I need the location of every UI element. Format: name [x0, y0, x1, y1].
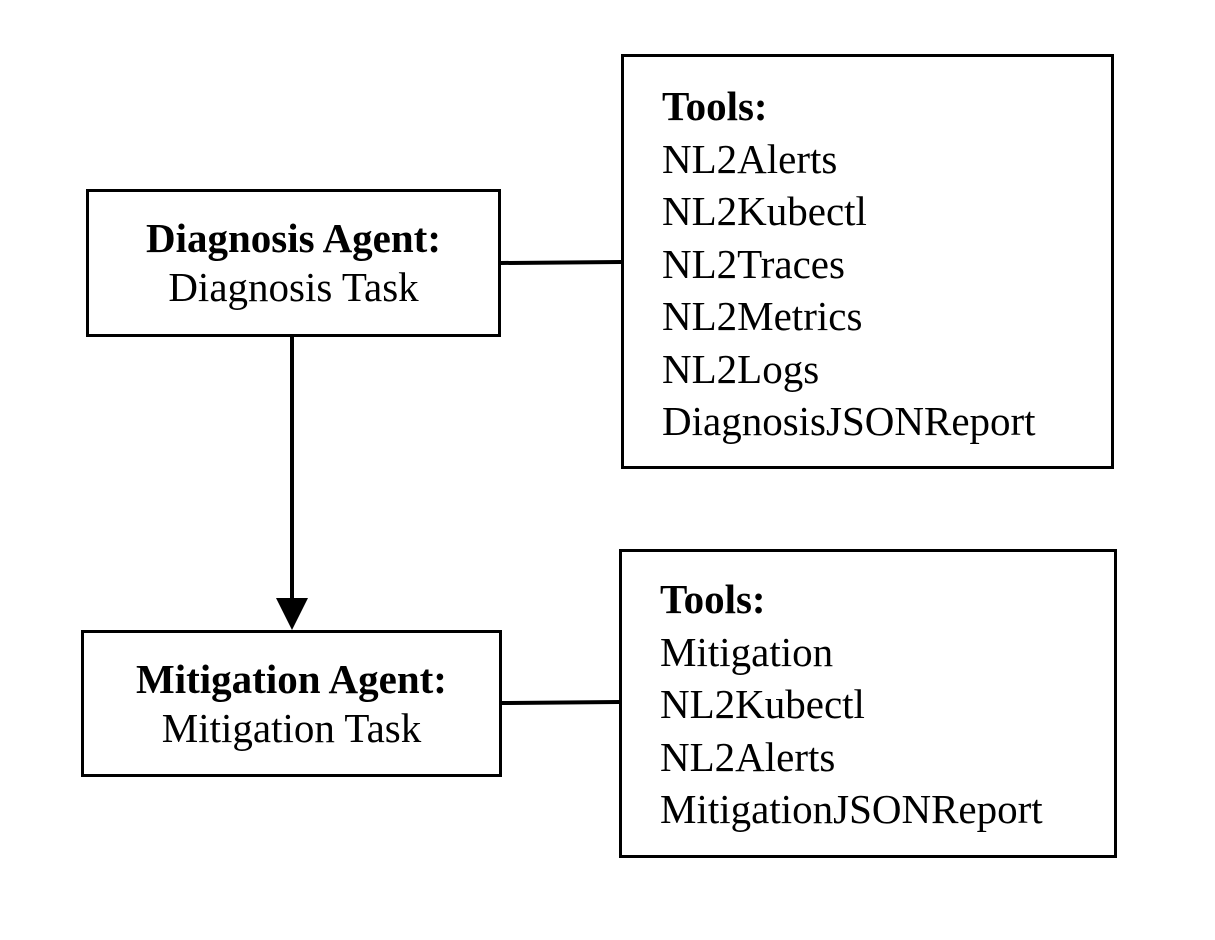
tool-item: NL2Logs — [662, 345, 820, 392]
diagnosis-agent-name: Diagnosis Agent: — [145, 215, 441, 261]
tool-item: NL2Traces — [662, 240, 845, 287]
mitigation-agent-box: Mitigation Agent: Mitigation Task — [81, 630, 502, 777]
tool-item: NL2Kubectl — [660, 681, 865, 727]
diagnosis-agent-task: Diagnosis Task — [168, 264, 419, 310]
mitigation-tools-title: Tools: — [660, 576, 766, 622]
diagnosis-tools-title: Tools: — [662, 83, 768, 129]
mitigation-tools-connector — [501, 700, 620, 705]
diagnosis-tools-box: Tools: NL2Alerts NL2Kubectl NL2Traces NL… — [621, 54, 1114, 469]
tool-item: NL2Alerts — [660, 733, 836, 780]
tool-item: DiagnosisJSONReport — [662, 398, 1036, 444]
tool-item: NL2Metrics — [662, 293, 863, 339]
diagnosis-to-mitigation-arrowhead — [276, 598, 308, 630]
mitigation-agent-name: Mitigation Agent: — [136, 655, 447, 702]
tool-item: MitigationJSONReport — [660, 786, 1043, 832]
tool-item: NL2Kubectl — [662, 188, 867, 234]
diagnosis-tools-connector — [500, 260, 622, 265]
mitigation-tools-box: Tools: Mitigation NL2Kubectl NL2Alerts M… — [619, 549, 1117, 858]
tool-item: Mitigation — [660, 628, 834, 675]
diagnosis-agent-box: Diagnosis Agent: Diagnosis Task — [86, 189, 501, 337]
tool-item: NL2Alerts — [662, 135, 838, 182]
mitigation-agent-task: Mitigation Task — [161, 704, 422, 751]
